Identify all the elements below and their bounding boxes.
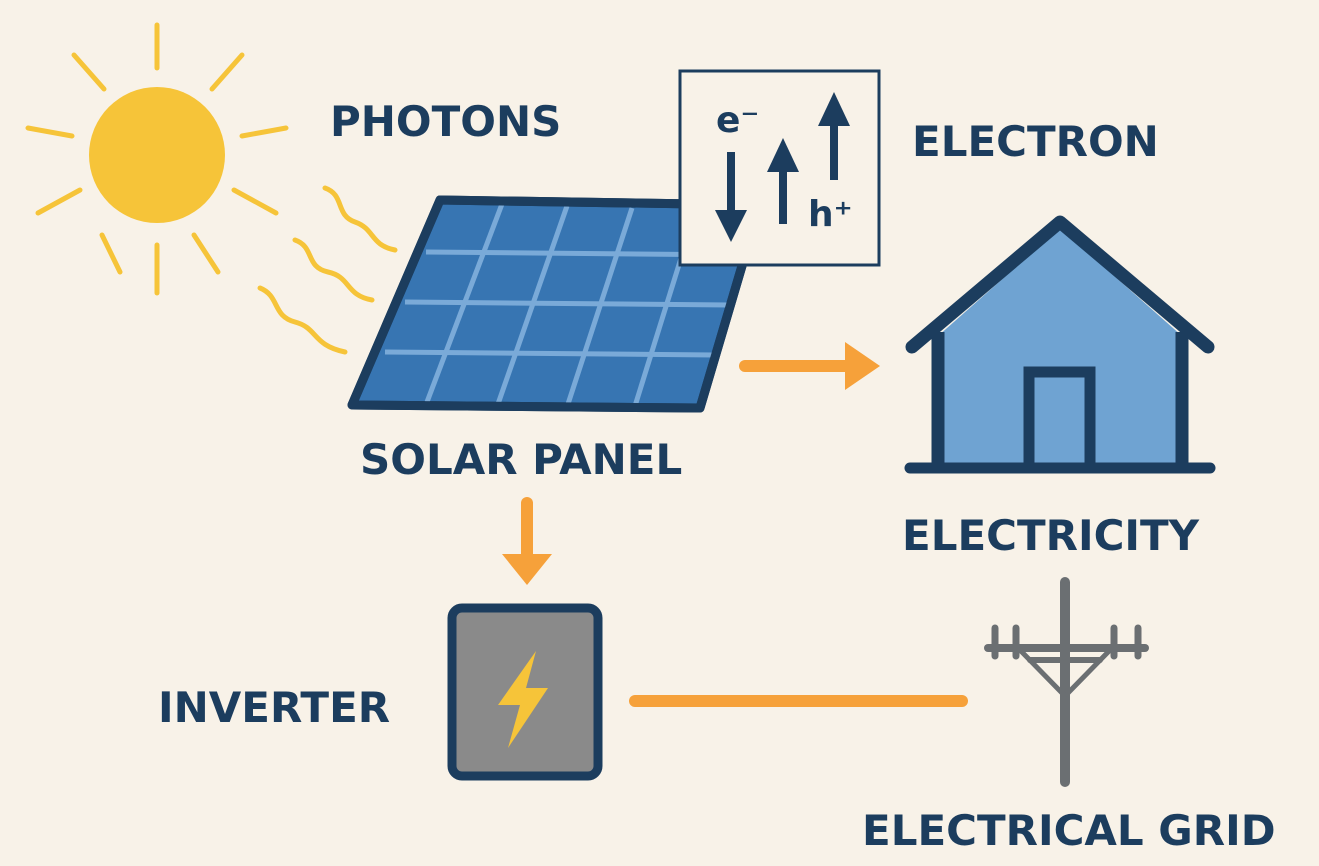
house-icon (910, 222, 1210, 468)
charge-carriers-box: e⁻ h⁺ (680, 71, 879, 265)
flow-arrow-panel-to-inverter (502, 503, 552, 585)
hole-symbol: h⁺ (808, 194, 853, 235)
electricity-label: ELECTRICITY (902, 511, 1200, 560)
photon-waves-icon (260, 188, 395, 352)
flow-arrow-panel-to-house (745, 342, 880, 390)
sun-icon (28, 25, 286, 293)
electron-symbol: e⁻ (716, 100, 759, 141)
inverter-icon (452, 608, 598, 776)
inverter-label: INVERTER (158, 683, 390, 732)
power-pole-icon (988, 582, 1145, 782)
electron-label: ELECTRON (912, 117, 1159, 166)
solar-panel-label: SOLAR PANEL (360, 435, 682, 484)
electrical-grid-label: ELECTRICAL GRID (862, 806, 1276, 855)
photons-label: PHOTONS (330, 97, 561, 146)
